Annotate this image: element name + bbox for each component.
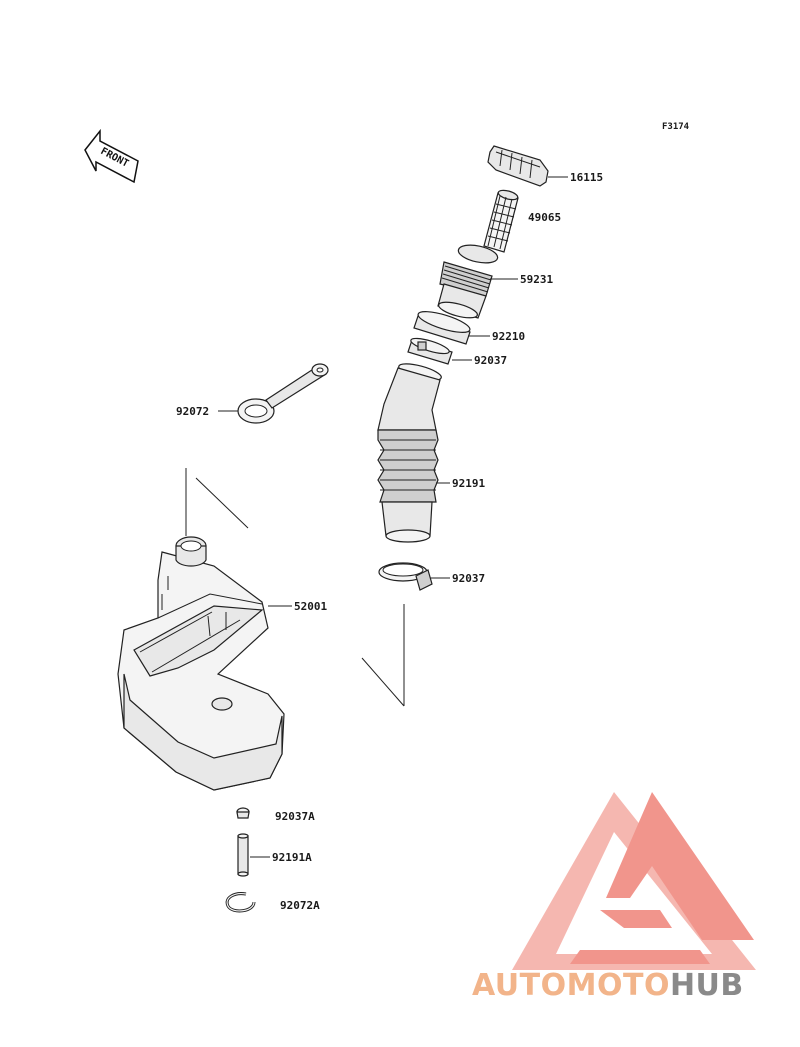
cap-part: 16115 <box>487 145 603 187</box>
small-clamp-part: 92037A <box>236 807 315 823</box>
strainer-part: 49065 <box>483 189 561 253</box>
lower-clamp-part: 92037 <box>378 562 485 591</box>
part-label-band: 92072 <box>176 405 209 418</box>
small-band-part: 92072A <box>225 892 320 913</box>
part-label-small-band: 92072A <box>280 899 320 912</box>
part-label-filler-neck: 59231 <box>520 273 553 286</box>
figure-code: F3174 <box>662 122 690 132</box>
ring-part: 92210 <box>413 311 525 345</box>
part-label-upper-clamp: 92037 <box>474 354 507 367</box>
part-label-filler-hose: 92191 <box>452 477 485 490</box>
upper-clamp-part: 92037 <box>407 337 507 367</box>
filler-neck-part: 59231 <box>437 244 553 319</box>
band-part: 92072 <box>176 363 329 424</box>
front-arrow-icon: FRONT <box>84 128 139 184</box>
watermark-text-part2: HUB <box>670 968 744 1003</box>
filler-hose-part: 92191 <box>377 363 485 543</box>
watermark-text: AUTOMOTOHUB <box>472 968 744 1003</box>
part-label-small-clamp: 92037A <box>275 810 315 823</box>
part-label-strainer: 49065 <box>528 211 561 224</box>
vent-hose-part: 92191A <box>237 833 312 877</box>
part-label-vent-hose: 92191A <box>272 851 312 864</box>
watermark-text-part1: AUTOMOTO <box>472 968 670 1003</box>
part-label-ring: 92210 <box>492 330 525 343</box>
part-label-cap: 16115 <box>570 171 603 184</box>
reference-lines <box>185 468 405 707</box>
watermark-logo <box>512 792 756 970</box>
part-label-lower-clamp: 92037 <box>452 572 485 585</box>
tank-part: 52001 <box>117 536 327 791</box>
part-label-tank: 52001 <box>294 600 327 613</box>
